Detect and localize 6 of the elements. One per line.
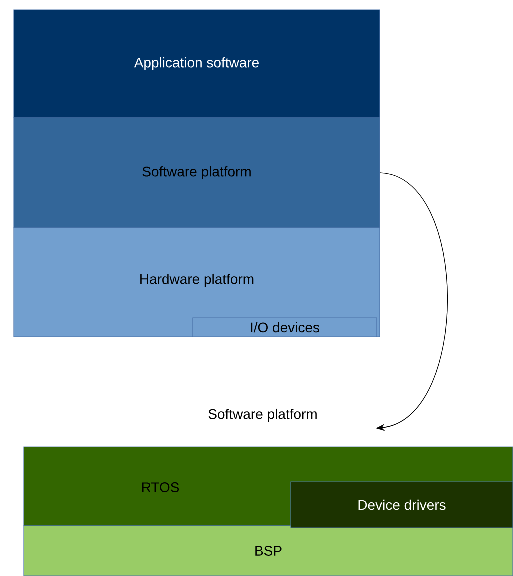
layer-box: Application software: [14, 10, 380, 118]
component-box: I/O devices: [192, 318, 378, 338]
text-label: Software platform: [208, 408, 317, 422]
component-box: Device drivers: [290, 482, 513, 528]
layer-box: BSP: [24, 526, 513, 576]
layer-box: Software platform: [14, 118, 380, 228]
